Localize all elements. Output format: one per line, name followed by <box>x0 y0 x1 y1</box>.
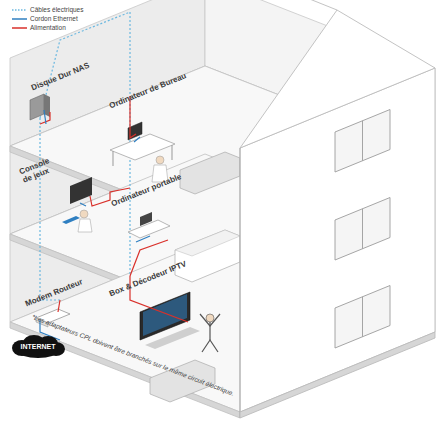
legend-item: Cordon Ethernet <box>30 15 78 23</box>
laptop <box>140 212 152 226</box>
power-cord <box>58 300 60 312</box>
ethernet-cord <box>136 236 150 242</box>
person-jumping <box>200 314 220 326</box>
device-label: Ordinateur de Bureau <box>108 71 188 110</box>
game-console <box>80 210 88 218</box>
nas-drive <box>30 94 44 120</box>
legend-sample <box>12 9 27 11</box>
tv <box>140 292 200 349</box>
desk <box>110 122 175 182</box>
window <box>335 198 390 261</box>
desk <box>156 156 164 164</box>
floor-slab <box>10 322 240 418</box>
electric-cable <box>129 12 130 96</box>
window <box>335 110 390 173</box>
desk <box>172 145 173 160</box>
window <box>362 121 363 161</box>
person-jumping <box>200 314 220 352</box>
game-console <box>78 219 92 232</box>
legend-sample <box>12 27 27 29</box>
facade <box>240 148 241 418</box>
sofa <box>180 152 240 194</box>
legend-item: Alimentation <box>30 24 66 32</box>
device-label: Disque Dur NAS <box>30 61 91 92</box>
tv <box>143 294 187 336</box>
desk <box>113 151 114 166</box>
facade <box>200 0 337 10</box>
node-text: INTERNET <box>21 343 56 350</box>
electric-cable <box>40 118 60 300</box>
game-console <box>70 177 92 204</box>
window <box>335 110 390 349</box>
desk <box>110 134 175 160</box>
legend-sample <box>12 10 27 28</box>
legend-text: Câbles électriques <box>30 6 83 13</box>
nas-drive <box>30 94 50 120</box>
bed <box>175 230 240 282</box>
note-text: *Les adaptateurs CPL doivent être branch… <box>31 312 236 398</box>
legend-item: Câbles électriques <box>30 6 83 14</box>
bed <box>175 230 240 256</box>
person-jumping <box>202 340 218 352</box>
window <box>335 286 390 349</box>
laptop <box>128 212 170 238</box>
window <box>362 297 363 337</box>
floor-slab <box>10 66 435 418</box>
facade <box>240 10 435 148</box>
game-console <box>62 216 80 224</box>
device-label: Ordinateur portable <box>110 172 183 208</box>
device-label: Modem Routeur <box>24 277 84 308</box>
tv <box>145 327 200 349</box>
electric-cable <box>40 12 130 300</box>
person-jumping <box>206 314 214 322</box>
ethernet-cord <box>134 137 140 142</box>
legend-text: Alimentation <box>30 24 66 31</box>
legend-sample <box>12 18 27 20</box>
window <box>362 209 363 249</box>
legend-text: Cordon Ethernet <box>30 15 78 22</box>
device-label: Console de jeux <box>18 153 62 185</box>
internet-cloud: INTERNET <box>10 334 66 358</box>
bed <box>175 230 240 282</box>
game-console <box>62 177 92 232</box>
laptop <box>128 220 170 238</box>
device-label: Box & Décodeur IPTV <box>108 259 188 298</box>
ethernet-cord <box>80 203 86 206</box>
ethernet-cord <box>44 110 46 124</box>
facade <box>200 0 435 418</box>
ethernet-cord <box>40 110 150 340</box>
sofa <box>180 152 240 194</box>
